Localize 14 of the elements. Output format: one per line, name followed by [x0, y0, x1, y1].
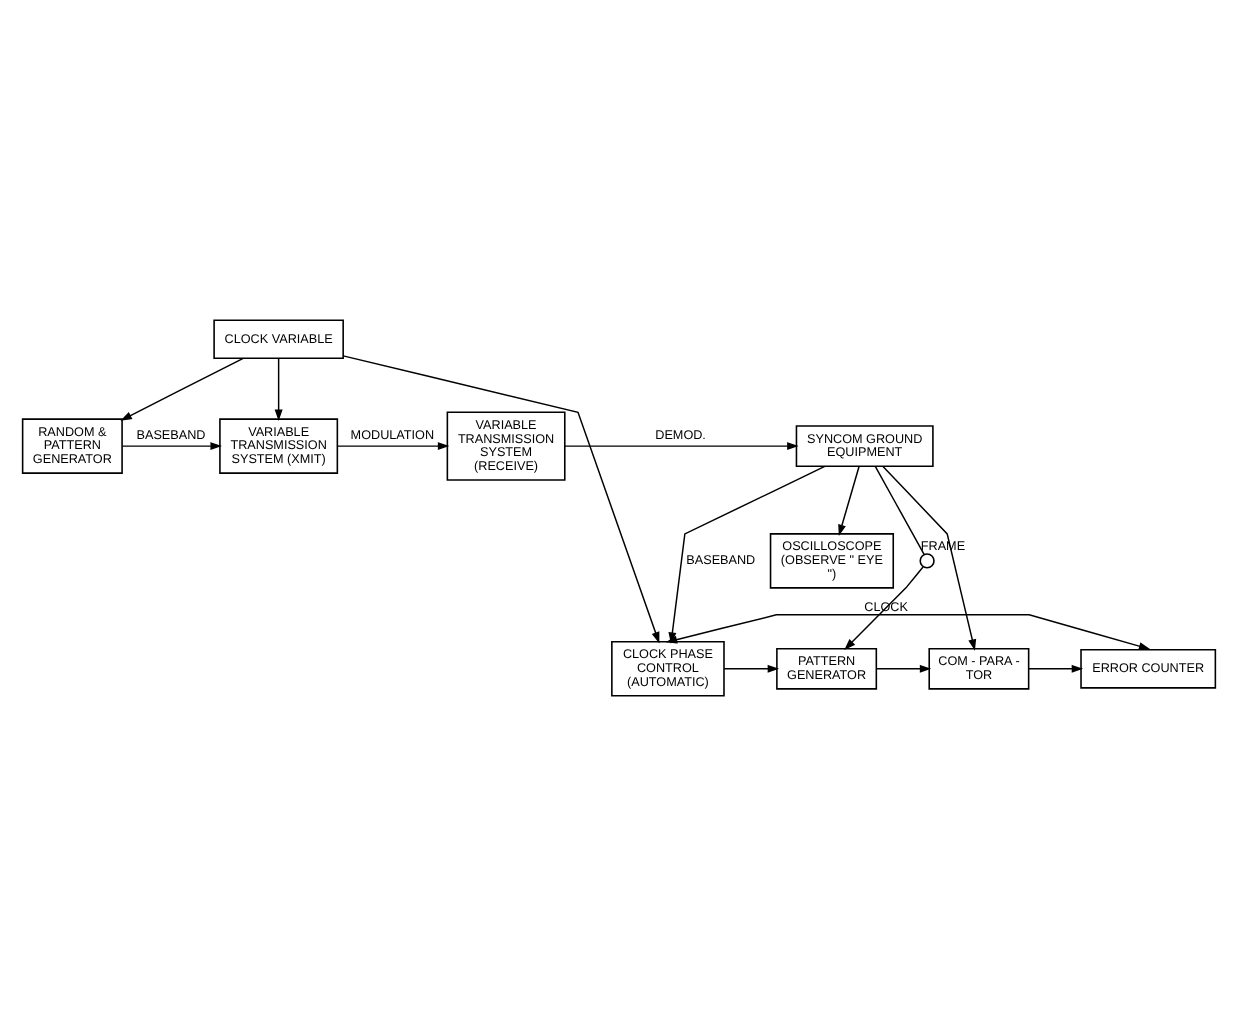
arrow — [121, 442, 222, 451]
arrow — [882, 465, 977, 651]
arrow — [336, 442, 450, 451]
arrow — [274, 357, 283, 421]
arrow — [838, 465, 860, 536]
arrow — [1028, 664, 1084, 673]
arrow — [564, 442, 799, 451]
arrow — [342, 355, 660, 644]
arrow — [120, 357, 244, 421]
arrow — [875, 664, 932, 673]
arrow — [723, 664, 780, 673]
node-switch — [919, 553, 935, 569]
arrow — [844, 566, 924, 650]
connector — [874, 465, 925, 556]
